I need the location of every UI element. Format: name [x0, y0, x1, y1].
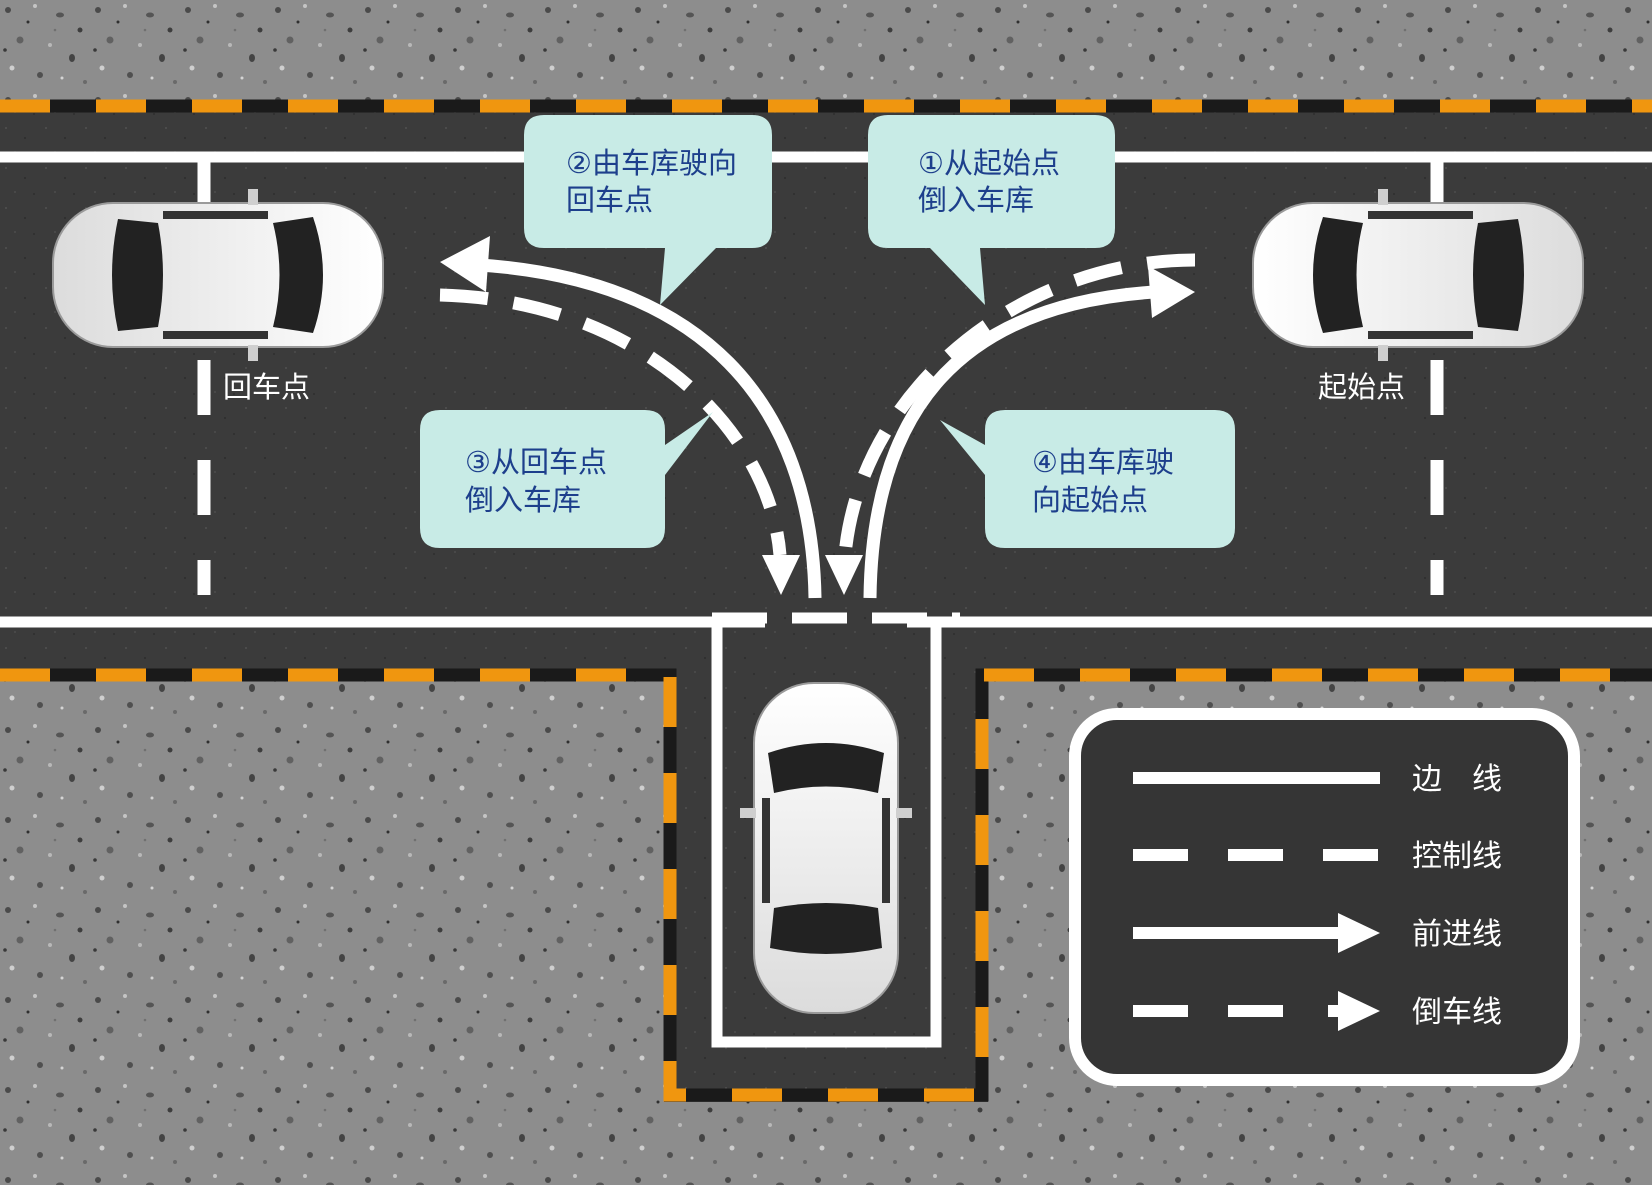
bubble-step-3: ③从回车点 倒入车库 — [420, 410, 713, 548]
car-in-garage — [740, 682, 912, 1014]
forward-path-to-start-point — [863, 266, 1195, 599]
curbs — [0, 99, 1652, 1102]
bubble-step-1-line2: 倒入车库 — [918, 183, 1034, 217]
bubble-step-1: ①从起始点 倒入车库 — [868, 115, 1115, 305]
bubble-step-3-line2: 倒入车库 — [465, 483, 581, 517]
bubble-step-2: ②由车库驶向 回车点 — [524, 115, 772, 305]
reverse-path-from-start-point — [825, 253, 1196, 595]
legend: 边 线 控制线 前进线 倒车线 — [1069, 708, 1580, 1086]
forward-path-to-return-point — [440, 236, 822, 599]
legend-control-line-label: 控制线 — [1412, 839, 1502, 874]
car-return-point — [52, 189, 384, 361]
reverse-path-from-return-point — [439, 288, 800, 595]
control-lines — [197, 160, 1444, 595]
legend-edge-line-label: 边 线 — [1412, 762, 1502, 797]
bubble-step-4-line1: ④由车库驶 — [1032, 445, 1174, 479]
bubble-step-1-line1: ①从起始点 — [918, 146, 1060, 180]
bubble-step-2-line2: 回车点 — [566, 183, 653, 217]
bubble-step-3-line1: ③从回车点 — [465, 445, 607, 479]
legend-forward-line-label: 前进线 — [1412, 917, 1502, 952]
road — [0, 102, 1652, 670]
car-start-point — [1252, 189, 1584, 361]
return-point-label: 回车点 — [223, 370, 310, 404]
bubble-step-2-line1: ②由车库驶向 — [566, 146, 737, 180]
legend-reverse-line-label: 倒车线 — [1412, 995, 1502, 1030]
bubble-step-4: ④由车库驶 向起始点 — [940, 410, 1235, 548]
start-point-label: 起始点 — [1318, 370, 1405, 404]
bubble-step-4-line2: 向起始点 — [1032, 483, 1148, 517]
edge-lines — [0, 151, 1652, 1048]
